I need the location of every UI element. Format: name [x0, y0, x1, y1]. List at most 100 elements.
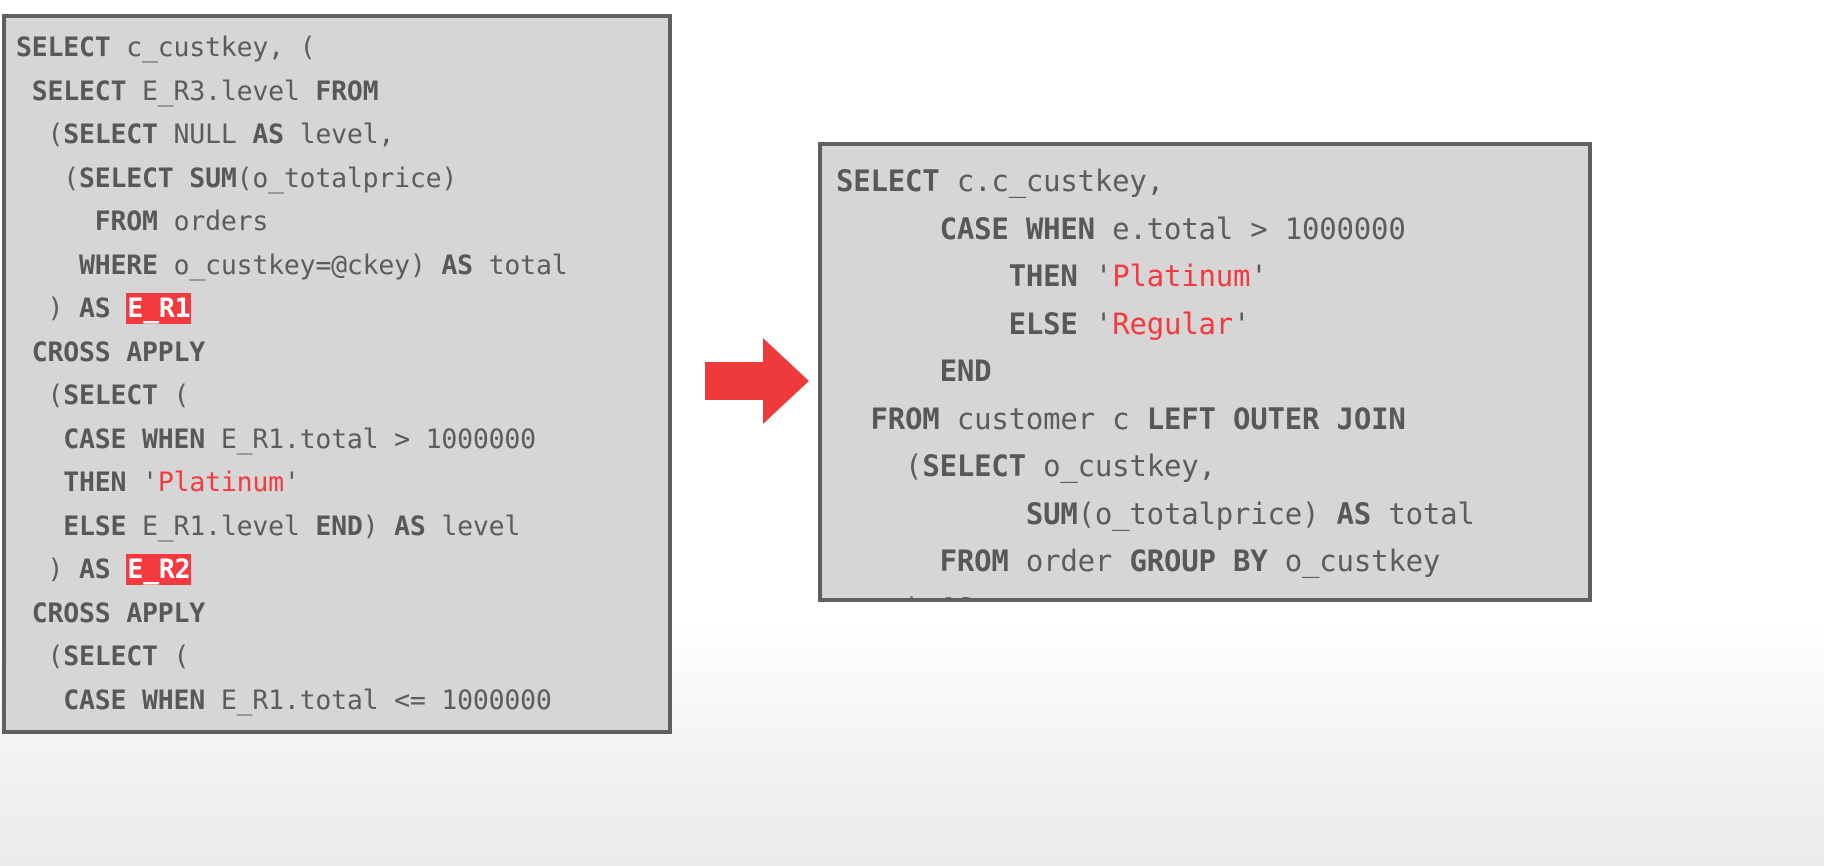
code-token: CASE WHEN — [63, 423, 206, 455]
code-token: total — [472, 249, 568, 281]
rewritten-query-panel: SELECT c.c_custkey, CASE WHEN e.total > … — [818, 142, 1592, 602]
code-token: AS — [394, 510, 426, 542]
code-token: ( — [16, 119, 64, 150]
code-token — [16, 206, 95, 237]
code-token: CASE WHEN — [63, 684, 206, 716]
code-token: AS — [940, 592, 975, 599]
code-token: c_custkey, ( — [110, 32, 316, 63]
code-token — [836, 307, 1009, 341]
code-token — [836, 402, 871, 436]
code-token: AS — [79, 554, 111, 585]
code-token: NULL — [157, 119, 253, 150]
code-token: order — [1008, 544, 1130, 578]
code-token: SELECT — [836, 164, 940, 198]
code-token: FROM — [315, 75, 379, 107]
code-token: AS — [79, 293, 111, 324]
code-token: ' — [268, 728, 284, 730]
code-token — [16, 728, 63, 730]
code-token: E_R3.level — [126, 75, 316, 107]
code-token — [16, 511, 63, 542]
code-token: ( — [16, 162, 80, 194]
code-token: END — [939, 354, 992, 388]
code-token: CASE WHEN — [939, 211, 1096, 246]
code-token — [111, 293, 127, 324]
code-token: ' — [283, 467, 300, 498]
code-token: SELECT — [63, 119, 158, 150]
code-token: ' — [1233, 306, 1251, 341]
code-token: END — [315, 510, 363, 542]
rewritten-query-code: SELECT c.c_custkey, CASE WHEN e.total > … — [836, 158, 1588, 599]
code-token: AS — [252, 119, 284, 150]
code-token: ' — [142, 728, 158, 730]
code-token: Regular — [1112, 306, 1234, 341]
code-token: ' — [1250, 259, 1268, 293]
code-token — [16, 250, 79, 281]
code-token: E_R1 — [126, 293, 192, 324]
code-token: ( — [16, 380, 64, 411]
code-token — [836, 259, 1009, 293]
code-token: SUM — [1025, 496, 1078, 531]
code-token: orders — [157, 206, 269, 237]
code-token — [836, 544, 940, 578]
code-token: total — [1371, 496, 1475, 531]
code-token — [16, 424, 63, 455]
source-query-panel: SELECT c_custkey, ( SELECT E_R3.level FR… — [2, 14, 672, 734]
code-token: SELECT — [16, 32, 111, 63]
code-token: THEN — [63, 728, 126, 730]
code-token: ( — [157, 380, 190, 411]
code-token: FROM — [939, 544, 1009, 578]
code-token: CROSS APPLY — [31, 597, 206, 629]
code-token: o_custkey, — [1025, 449, 1216, 483]
code-token: SELECT SUM — [79, 162, 237, 194]
code-token: level — [425, 510, 521, 542]
code-token — [836, 497, 1026, 531]
code-token: (o_totalprice) — [1077, 496, 1337, 531]
code-token: e — [974, 592, 1008, 599]
code-token — [16, 685, 63, 716]
code-token: AS — [441, 249, 473, 281]
code-token: ' — [1094, 259, 1113, 293]
code-token: o_custkey=@ckey) — [157, 249, 442, 281]
code-token — [126, 467, 142, 498]
code-token: ) — [16, 554, 80, 585]
code-token: E_R2 — [126, 554, 192, 585]
code-token — [1078, 307, 1095, 341]
code-token: ( — [836, 449, 923, 483]
code-token: (o_totalprice) — [236, 162, 458, 194]
code-token: E_R1.total > 1000000 — [205, 423, 536, 455]
code-token: customer c — [939, 401, 1147, 436]
source-query-code: SELECT c_custkey, ( SELECT E_R3.level FR… — [16, 26, 668, 730]
code-token: AS — [1336, 496, 1372, 531]
code-token: ' — [1094, 306, 1113, 341]
code-token: ELSE — [63, 510, 127, 542]
code-token: THEN — [63, 467, 127, 498]
code-token: Platinum — [157, 467, 284, 498]
code-token: o_custkey — [1267, 544, 1441, 578]
code-token: ) — [362, 510, 395, 542]
code-token — [126, 728, 142, 730]
code-token: c.c_custkey, — [939, 164, 1164, 198]
code-token: ELSE — [1008, 306, 1078, 341]
code-token — [16, 598, 32, 629]
code-token: level, — [283, 119, 395, 150]
code-token: ( — [157, 641, 190, 672]
code-token: FROM — [870, 401, 940, 436]
code-token — [836, 354, 940, 388]
code-token: WHERE — [79, 249, 158, 281]
code-token: e.total > 1000000 — [1094, 211, 1406, 246]
code-token: E_R1.level — [126, 510, 316, 542]
code-token: LEFT OUTER JOIN — [1146, 401, 1406, 436]
code-token: SELECT — [63, 380, 158, 411]
code-token: THEN — [1008, 259, 1078, 293]
code-token: ' — [142, 467, 158, 498]
code-token: FROM — [94, 206, 158, 237]
code-token: ) — [16, 293, 80, 324]
code-token — [16, 337, 32, 368]
code-token — [836, 212, 940, 246]
code-token: GROUP BY — [1129, 544, 1268, 578]
code-token: ) — [836, 592, 940, 599]
code-token: CROSS APPLY — [31, 336, 206, 368]
code-token — [111, 554, 127, 585]
transformation-arrow-icon — [705, 338, 809, 424]
code-token: ( — [16, 641, 64, 672]
